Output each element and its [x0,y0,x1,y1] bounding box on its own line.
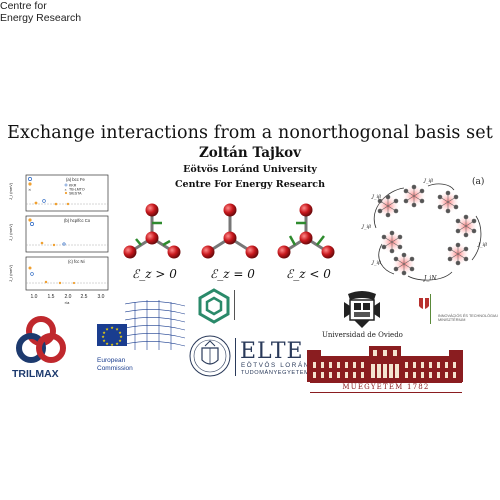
energy-label-negative: ℰ_z < 0 [286,267,331,281]
cer-logo-text: Centre for Energy Research [0,0,500,24]
oviedo-crest-icon [344,291,380,328]
lattice-ring-figure: (a) [361,176,487,282]
plot-markers: × [28,177,76,285]
x-tick-labels: 1.0 1.5 2.0 2.5 3.0 [31,294,105,300]
svg-text:★: ★ [118,338,122,343]
svg-text:★: ★ [102,338,106,343]
energy-label-positive: ℰ_z > 0 [132,267,177,281]
svg-text:×: × [65,188,67,192]
plot-legend: KKR × TB-LMTO SIESTA [65,183,85,195]
cer-text-line1: Centre for [0,0,47,12]
plot-frame-c [25,256,109,291]
plot-frame-b [25,215,109,253]
svg-text:★: ★ [115,341,119,346]
svg-text:★: ★ [110,342,114,347]
bme-building-icon [307,346,463,382]
lattice-nodes [377,184,477,276]
eu-text-line1: European [97,357,126,364]
svg-text:★: ★ [118,330,122,335]
plot-frame-a [25,174,109,212]
elte-logo-text: ELTE [240,339,304,364]
page-title: Exchange interactions from a nonorthogon… [7,123,493,143]
eu-commission-building-icon: ★★★ ★★★ ★★★ ★★★ [97,300,186,350]
coupling-label: J_iβ [423,178,433,184]
legend-tblmto: TB-LMTO [69,187,85,191]
svg-text:★: ★ [119,334,123,339]
elte-seal-icon [189,335,231,377]
molecule-positive [123,203,181,259]
x-tick: 2.0 [65,294,72,300]
plot-panel-label-c: (c) fcc Ni [68,259,85,264]
trilmax-logo-icon [16,316,66,363]
oviedo-logo-text: Universidad de Oviedo [322,331,403,339]
elte-subtitle-1: EÖTVÖS LORÁND [241,362,317,369]
hungary-crest-icon [419,298,429,309]
lattice-panel-label: (a) [472,176,484,187]
eu-commission-text: European Commission [97,357,133,373]
plot-panel-label-a: (a) bcc Fe [66,177,86,182]
cer-text-line2: Energy Research [0,12,82,24]
legend-siesta: SIESTA [69,191,82,195]
exchange-plot-figure: × (a) bcc Fe (b) hcp/fcc Co (c) fcc Ni K… [8,174,109,305]
legend-kkr: KKR [69,183,77,187]
y-axis-label-a: J_i (meV) [8,182,13,200]
molecule-zero [201,203,259,259]
x-tick: 2.5 [81,294,88,300]
trilmax-logo-text: TRILMAX [12,368,59,380]
elte-subtitle-2: TUDOMÁNYEGYETEM [241,370,310,376]
ministry-logo-text: INNOVÁCIÓS ÉS TECHNOLÓGIAI MINISZTÉRIUM [438,314,498,323]
lattice-bottom-label: J_iN [422,275,437,282]
molecule-figure: ℰ_z > 0 ℰ_z = 0 ℰ_z < 0 [123,203,335,281]
svg-text:★: ★ [115,327,119,332]
svg-text:★: ★ [101,334,105,339]
energy-label-zero: ℰ_z = 0 [210,267,255,281]
x-tick: 1.5 [48,294,55,300]
coupling-label: J_iβ [361,224,371,230]
bme-logo-text: MŰEGYETEM 1782 [342,383,430,391]
lattice-glows [376,184,478,276]
coupling-label: J_iβ [371,194,381,200]
affiliation-cer: Centre For Energy Research [175,179,325,190]
plot-panel-label-b: (b) hcp/fcc Co [64,218,91,223]
cer-logo-icon [198,288,230,324]
coupling-label: J_iβ [371,260,381,266]
molecule-negative [277,203,335,259]
affiliation-elte: Eötvös Loránd University [183,164,317,175]
y-axis-label-c: J_i (meV) [8,264,13,282]
x-axis-label: r/a [65,300,70,305]
svg-text:×: × [28,187,31,192]
eu-text-line2: Commission [97,365,133,372]
svg-text:★: ★ [102,330,106,335]
svg-text:★: ★ [105,341,109,346]
x-tick: 3.0 [98,294,105,300]
svg-text:★: ★ [105,327,109,332]
svg-text:★: ★ [110,325,114,330]
eu-flag-icon [97,324,127,346]
x-tick: 1.0 [31,294,38,300]
author-name: Zoltán Tajkov [198,145,302,161]
y-axis-label-b: J_i (meV) [8,223,13,241]
coupling-label: J_iβ [477,242,487,248]
